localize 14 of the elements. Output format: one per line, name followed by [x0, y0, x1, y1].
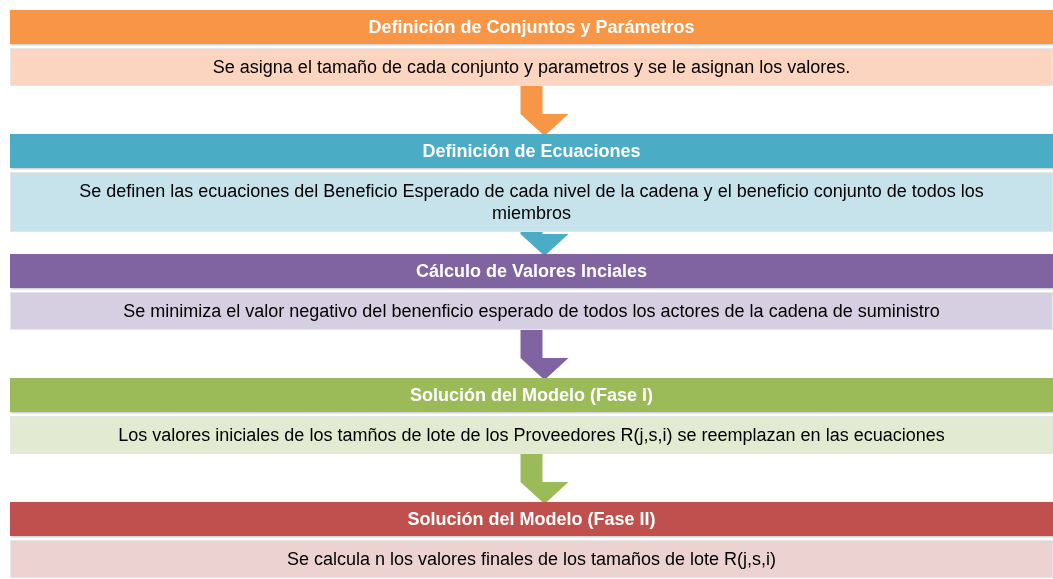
stage-header: Cálculo de Valores Inciales: [10, 254, 1053, 288]
block-arrow: [520, 86, 569, 136]
stage-header: Solución del Modelo (Fase II): [10, 502, 1053, 536]
stage-description: Se definen las ecuaciones del Beneficio Esperado de cada nivel de la cadena y el beneficio conjunto de todos los miembros: [10, 172, 1053, 232]
block-arrow: [520, 454, 569, 504]
stage-header: Definición de Conjuntos y Parámetros: [10, 10, 1053, 44]
stage-description: Se calcula n los valores finales de los tamaños de lote R(j,s,i): [10, 540, 1053, 578]
stage-header: Definición de Ecuaciones: [10, 134, 1053, 168]
stage-description: Se asigna el tamaño de cada conjunto y parametros y se le asignan los valores.: [10, 48, 1053, 86]
stage-description: Se minimiza el valor negativo del benenficio esperado de todos los actores de la cadena de suministro: [10, 292, 1053, 330]
stage-header: Solución del Modelo (Fase I): [10, 378, 1053, 412]
block-arrow: [520, 330, 569, 380]
stage-description: Los valores iniciales de los tamños de lote de los Proveedores R(j,s,i) se reemplazan en las ecuaciones: [10, 416, 1053, 454]
block-arrow: [520, 232, 569, 256]
